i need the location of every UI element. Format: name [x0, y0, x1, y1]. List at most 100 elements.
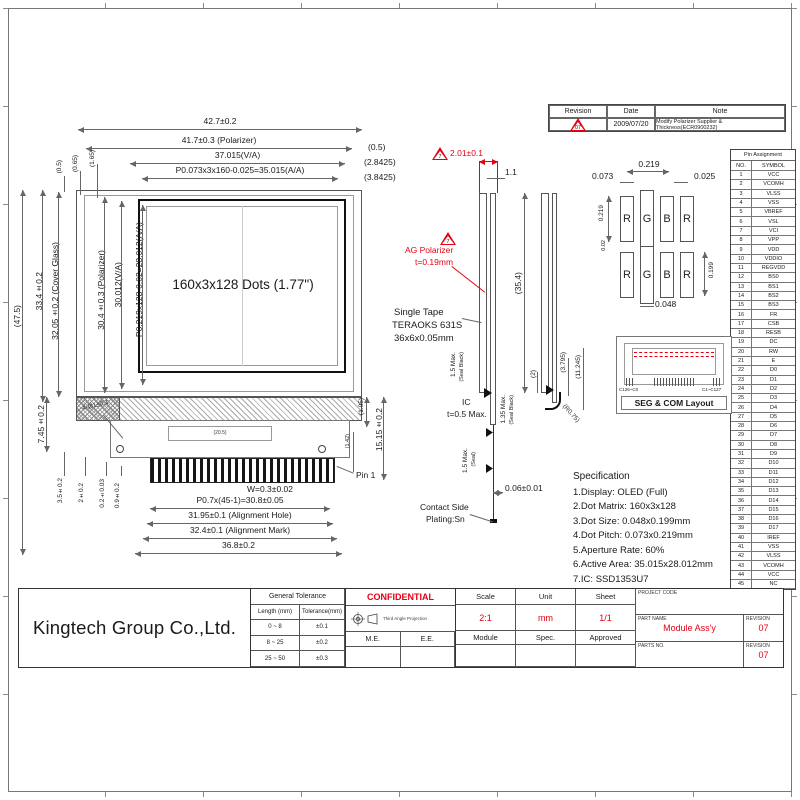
seal-wedge — [486, 428, 493, 437]
contact-tip — [490, 519, 497, 523]
dim-line — [147, 521, 333, 527]
seg-pins-center — [654, 378, 694, 386]
dim-subpixel-pitch: 0.073 — [592, 171, 614, 181]
dim-module-width: 42.7±0.2 — [203, 116, 237, 126]
dim-dot-width: 0.048 — [655, 299, 677, 309]
seal-wedge — [546, 385, 554, 395]
sheet-label: Sheet — [576, 589, 636, 605]
dim-dot-height: 0.199 — [708, 262, 715, 279]
sign-empty-row — [346, 647, 455, 667]
dim-top-right-1: (0.5) — [368, 142, 386, 152]
dim-line — [143, 536, 337, 542]
subpixel-cell: R — [680, 196, 694, 242]
revision-triangle-icon: 07 — [570, 118, 586, 131]
tolerance-cell: 8 ~ 25 — [251, 635, 300, 652]
project-code-row: PROJECT CODE — [636, 589, 783, 616]
com-pins-left — [626, 378, 635, 386]
ext-line — [568, 358, 569, 396]
side2-panel-bar — [552, 193, 557, 403]
dim-red-top: 2.01±0.1 — [450, 148, 484, 158]
pin-col-no: NO. — [731, 161, 752, 171]
spec-item: 1.Display: OLED (Full) — [573, 486, 668, 498]
ic-thickness: t=0.5 Max. — [447, 409, 487, 419]
part-name-cell: PART NAME Module Ass'y — [636, 615, 743, 640]
parts-no-cell: PARTS NO. — [636, 642, 743, 667]
dim-left-outer: (47.5) — [12, 305, 22, 328]
dim-alignment-mark: 32.4±0.1 (Alignment Mark) — [189, 525, 291, 535]
dim-line — [135, 551, 342, 557]
com-right-label: C1~C127 — [702, 387, 722, 392]
revision-note: Modify Polarizer Supplier & Thickness(EC… — [655, 118, 785, 131]
third-angle-projection-icon — [351, 611, 378, 626]
dim-bottomleft-1: 7.45±0.2 — [36, 405, 46, 444]
ext-line — [583, 348, 584, 410]
confidential-label: CONFIDENTIAL — [346, 589, 455, 606]
unit-value: mm — [516, 605, 576, 631]
dim-bottomleft-2: 3.5±0.2 — [57, 478, 64, 504]
tape-note-2: TERAOKS 631S — [392, 320, 463, 331]
subpixel-cell: G — [640, 190, 654, 248]
dim-bottomleft-5: 0.9±0.2 — [114, 483, 121, 509]
revision-value-2: 07 — [758, 649, 769, 660]
contact-note-2: Plating:Sn — [426, 514, 465, 524]
tolerance-title: General Tolerance — [251, 589, 345, 605]
tape-note-3: 36x6x0.05mm — [394, 333, 454, 344]
pin-col-symbol: SYMBOL — [752, 161, 795, 171]
part-name-row: PART NAME Module Ass'y REVISION 07 — [636, 615, 783, 642]
title-block: Kingtech Group Co.,Ltd. General Toleranc… — [18, 588, 784, 668]
ext-line-red — [479, 161, 480, 193]
empty-cell — [576, 645, 636, 667]
dim-line — [78, 127, 362, 133]
subpixel-cell: B — [660, 196, 674, 242]
dim-bottomleft-4: 0.2±0.03 — [99, 479, 106, 508]
revision-table: Revision Date Note 07 2009/07/20 Modify … — [548, 104, 786, 132]
side1-fpc-tail — [493, 425, 494, 523]
dim-pixel-height: 0.219 — [598, 205, 605, 222]
note-header: Note — [655, 105, 785, 118]
dim-side2-a: (3.795) — [560, 352, 567, 373]
sign-header-row: M.E. E.E. — [346, 632, 455, 647]
dim-pin-pitch: P0.7x(45-1)=30.8±0.05 — [196, 495, 284, 505]
dim-line — [674, 182, 688, 183]
dim-line — [487, 178, 505, 179]
seal-bot-label: 1.5 Max. — [462, 448, 469, 473]
dim-line — [40, 190, 46, 402]
revision-label-2: REVISION — [746, 642, 770, 649]
revision-cell-2: REVISION 07 — [743, 641, 783, 667]
approved-label: Approved — [576, 631, 636, 645]
spec-list: 1.Display: OLED (Full)2.Dot Matrix: 160x… — [573, 486, 713, 588]
side2-glass-bar — [541, 193, 549, 393]
scale-label: Scale — [456, 589, 516, 605]
dim-line — [44, 397, 50, 452]
com-pins-right — [713, 378, 722, 386]
confidential-section: CONFIDENTIAL Third Angle Projection M.E.… — [346, 589, 456, 667]
side1-glass-bar — [479, 193, 487, 393]
ee-label: E.E. — [401, 632, 455, 646]
sheet-value: 1/1 — [576, 605, 636, 631]
spec-item: 4.Dot Pitch: 0.073x0.219mm — [573, 530, 693, 541]
spec-item: 3.Dot Size: 0.048x0.199mm — [573, 515, 691, 527]
pin1-label: Pin 1 — [356, 470, 376, 480]
